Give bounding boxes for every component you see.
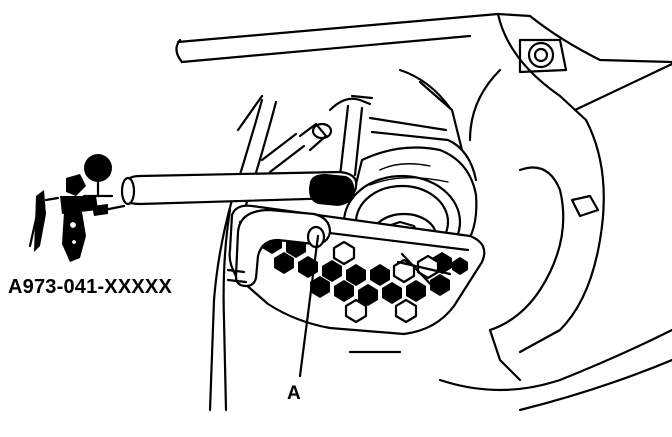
upper-pipe xyxy=(260,94,478,182)
mount-bracket xyxy=(518,38,568,74)
tool-part-number-label: A973-041-XXXXX xyxy=(8,276,173,298)
lower-hose xyxy=(226,208,332,288)
callout-a-label: A xyxy=(287,383,301,404)
vacuum-pump-tool xyxy=(28,154,126,262)
callout-a-leader xyxy=(298,234,320,378)
vacuum-hose xyxy=(120,170,358,206)
honeycomb-cell-outlines xyxy=(332,240,440,324)
body-panel-outline xyxy=(175,12,672,412)
